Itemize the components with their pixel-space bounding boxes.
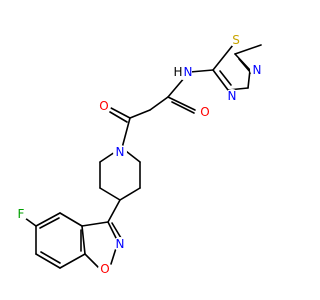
atom-nh-h-label: H: [173, 65, 182, 79]
atom-o-ketone-label: O: [99, 99, 108, 113]
bond: [212, 44, 234, 71]
bond: [107, 199, 121, 223]
atom-s: S: [229, 33, 243, 47]
atom-n-isoxazole: N: [113, 237, 127, 251]
bond: [81, 221, 109, 227]
atom-n-thiadiazole-top: N: [250, 63, 264, 77]
bond: [81, 225, 86, 255]
atom-n-thiadiazole-bottom-label: N: [228, 89, 237, 103]
atom-o-amide-label: O: [200, 105, 209, 119]
bond: [234, 44, 262, 55]
molecule-structure-svg: S N N N H O O: [14, 33, 264, 276]
atom-n-isoxazole-label: N: [116, 237, 125, 251]
bond: [59, 212, 83, 227]
bond: [149, 96, 169, 111]
atom-s-label: S: [232, 33, 240, 47]
bond: [129, 109, 151, 119]
bond: [99, 187, 121, 201]
atom-o-isoxazole-label: O: [100, 262, 109, 276]
bond: [167, 76, 186, 98]
bond: [35, 253, 61, 269]
atom-o-ketone: O: [97, 99, 111, 113]
atom-label-layer: S N N N H O O: [14, 33, 264, 276]
bond: [189, 69, 214, 73]
atom-n-piperidine-label: N: [116, 145, 125, 159]
atom-nh-n-label: N: [184, 65, 193, 79]
bond: [212, 69, 229, 91]
bond: [219, 70, 232, 86]
bond: [119, 187, 141, 201]
bond: [59, 253, 86, 269]
bond: [121, 117, 131, 149]
atom-nh: N H: [173, 64, 192, 80]
molecule-canvas: S N N N H O O: [14, 33, 264, 276]
bond: [111, 222, 122, 239]
atom-f: F: [14, 207, 28, 221]
bond-layer: [24, 44, 262, 271]
atom-n-thiadiazole-bottom: N: [225, 89, 239, 103]
bond: [24, 217, 37, 227]
bond: [167, 96, 196, 111]
bond: [40, 251, 61, 264]
atom-n-piperidine: N: [113, 145, 127, 159]
bond: [238, 58, 252, 74]
atom-o-amide: O: [198, 105, 212, 119]
atom-o-isoxazole: O: [98, 262, 112, 276]
atom-f-label: F: [18, 207, 25, 221]
bond: [247, 69, 251, 89]
bond: [171, 101, 195, 114]
bond: [109, 111, 128, 123]
bond: [35, 212, 61, 227]
bond: [110, 107, 131, 119]
bond: [39, 217, 60, 229]
atom-n-thiadiazole-top-label: N: [253, 63, 262, 77]
